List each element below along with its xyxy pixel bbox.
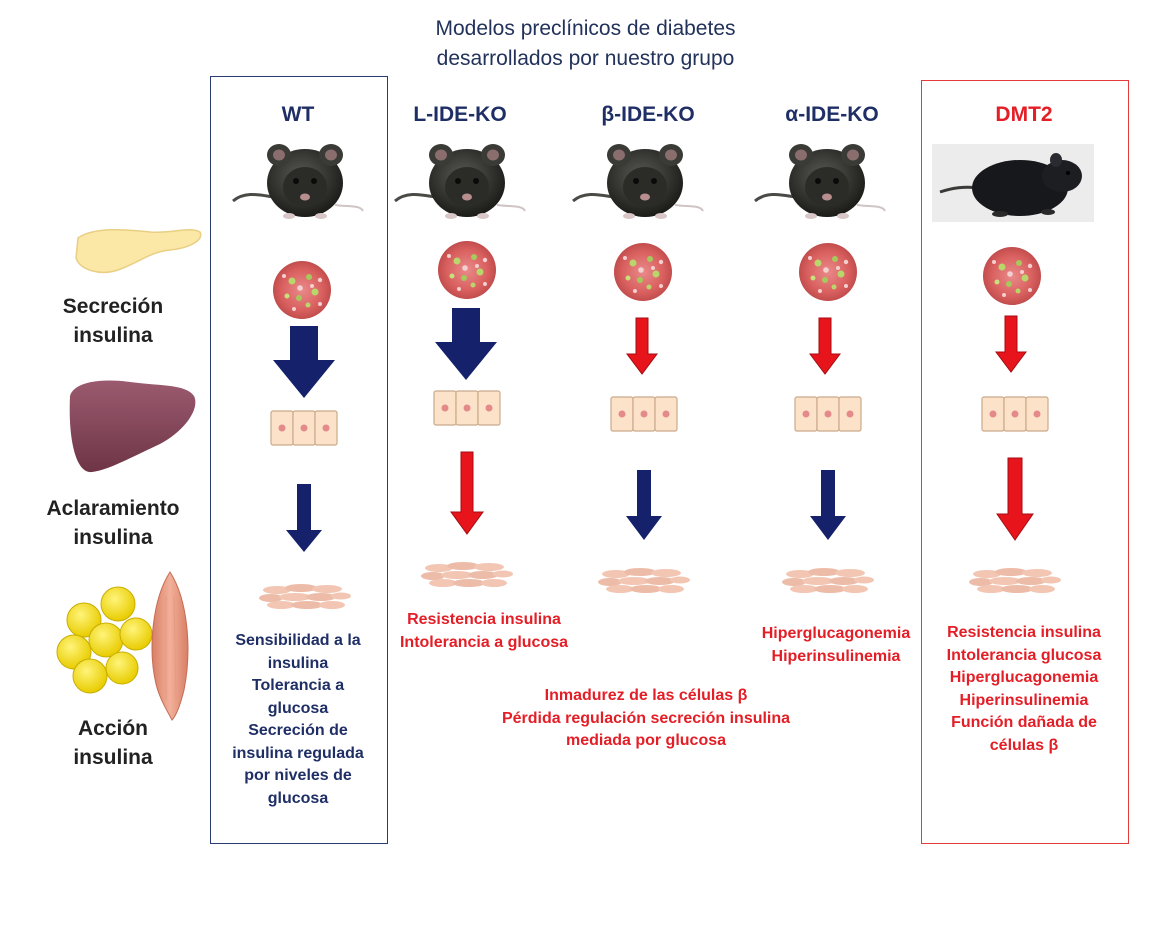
arrow-clearance-l-ide-ko [450,451,484,535]
islet-wt [273,261,331,319]
arrow-secretion-l-ide-ko [435,308,497,380]
hepatocytes-l-ide-ko [433,390,501,426]
islet-dmt2 [983,247,1041,305]
adipose-tissue-icon [56,586,153,694]
arrow-clearance-alpha-ide-ko [810,470,846,540]
muscle-icon [151,571,189,721]
column-header-wt: WT [281,103,315,126]
hepatocytes-wt [270,410,338,446]
title-line-2: desarrollados por nuestro grupo [436,47,735,70]
hepatocytes-beta-ide-ko [610,396,678,432]
column-header-dmt2: DMT2 [995,103,1053,126]
side-label-secrecion: Secreción insulina [62,295,164,347]
wt-column-frame [210,76,388,844]
muscle-fibers-l-ide-ko [421,562,513,587]
phenotype-alpha-ide-ko: Hiperglucagonemia Hiperinsulinemia [761,625,911,665]
islet-alpha-ide-ko [799,243,857,301]
mouse-alpha-ide-ko-icon [753,142,887,221]
hepatocytes-alpha-ide-ko [794,396,862,432]
column-header-l-ide-ko: L-IDE-KO [413,103,507,126]
arrow-clearance-dmt2 [996,457,1034,541]
arrow-clearance-wt [286,484,322,552]
phenotype-l-ide-ko: Resistencia insulina Intolerancia a gluc… [399,611,569,651]
phenotype-beta-ide-ko: Inmadurez de las células β Pérdida regul… [501,687,791,749]
arrow-secretion-dmt2 [995,315,1027,373]
islet-beta-ide-ko [614,243,672,301]
phenotype-dmt2: Resistencia insulina Intolerancia glucos… [946,624,1102,754]
muscle-fibers-dmt2 [969,568,1061,593]
mouse-wt-icon [231,142,365,221]
islet-l-ide-ko [438,241,496,299]
muscle-fibers-wt [259,584,351,609]
mouse-beta-ide-ko-icon [571,142,705,221]
hepatocytes-dmt2 [981,396,1049,432]
liver-icon [69,380,196,473]
arrow-secretion-wt [273,326,335,398]
pancreas-icon [75,228,202,274]
muscle-fibers-beta-ide-ko [598,568,690,593]
side-label-aclaramiento: Aclaramiento insulina [46,497,180,549]
side-label-accion: Acción insulina [73,717,153,769]
muscle-fibers-alpha-ide-ko [782,568,874,593]
dmt2-column-frame [921,80,1129,844]
arrow-secretion-alpha-ide-ko [809,317,841,375]
title-line-1: Modelos preclínicos de diabetes [435,17,736,40]
figure-title: Modelos preclínicos de diabetes desarrol… [0,14,1171,74]
mouse-dmt2-icon [932,144,1094,222]
mouse-l-ide-ko-icon [393,142,527,221]
phenotype-wt: Sensibilidad a la insulina Tolerancia a … [232,632,364,807]
column-header-beta-ide-ko: β-IDE-KO [601,103,695,126]
column-header-alpha-ide-ko: α-IDE-KO [785,103,879,126]
arrow-clearance-beta-ide-ko [626,470,662,540]
arrow-secretion-beta-ide-ko [626,317,658,375]
